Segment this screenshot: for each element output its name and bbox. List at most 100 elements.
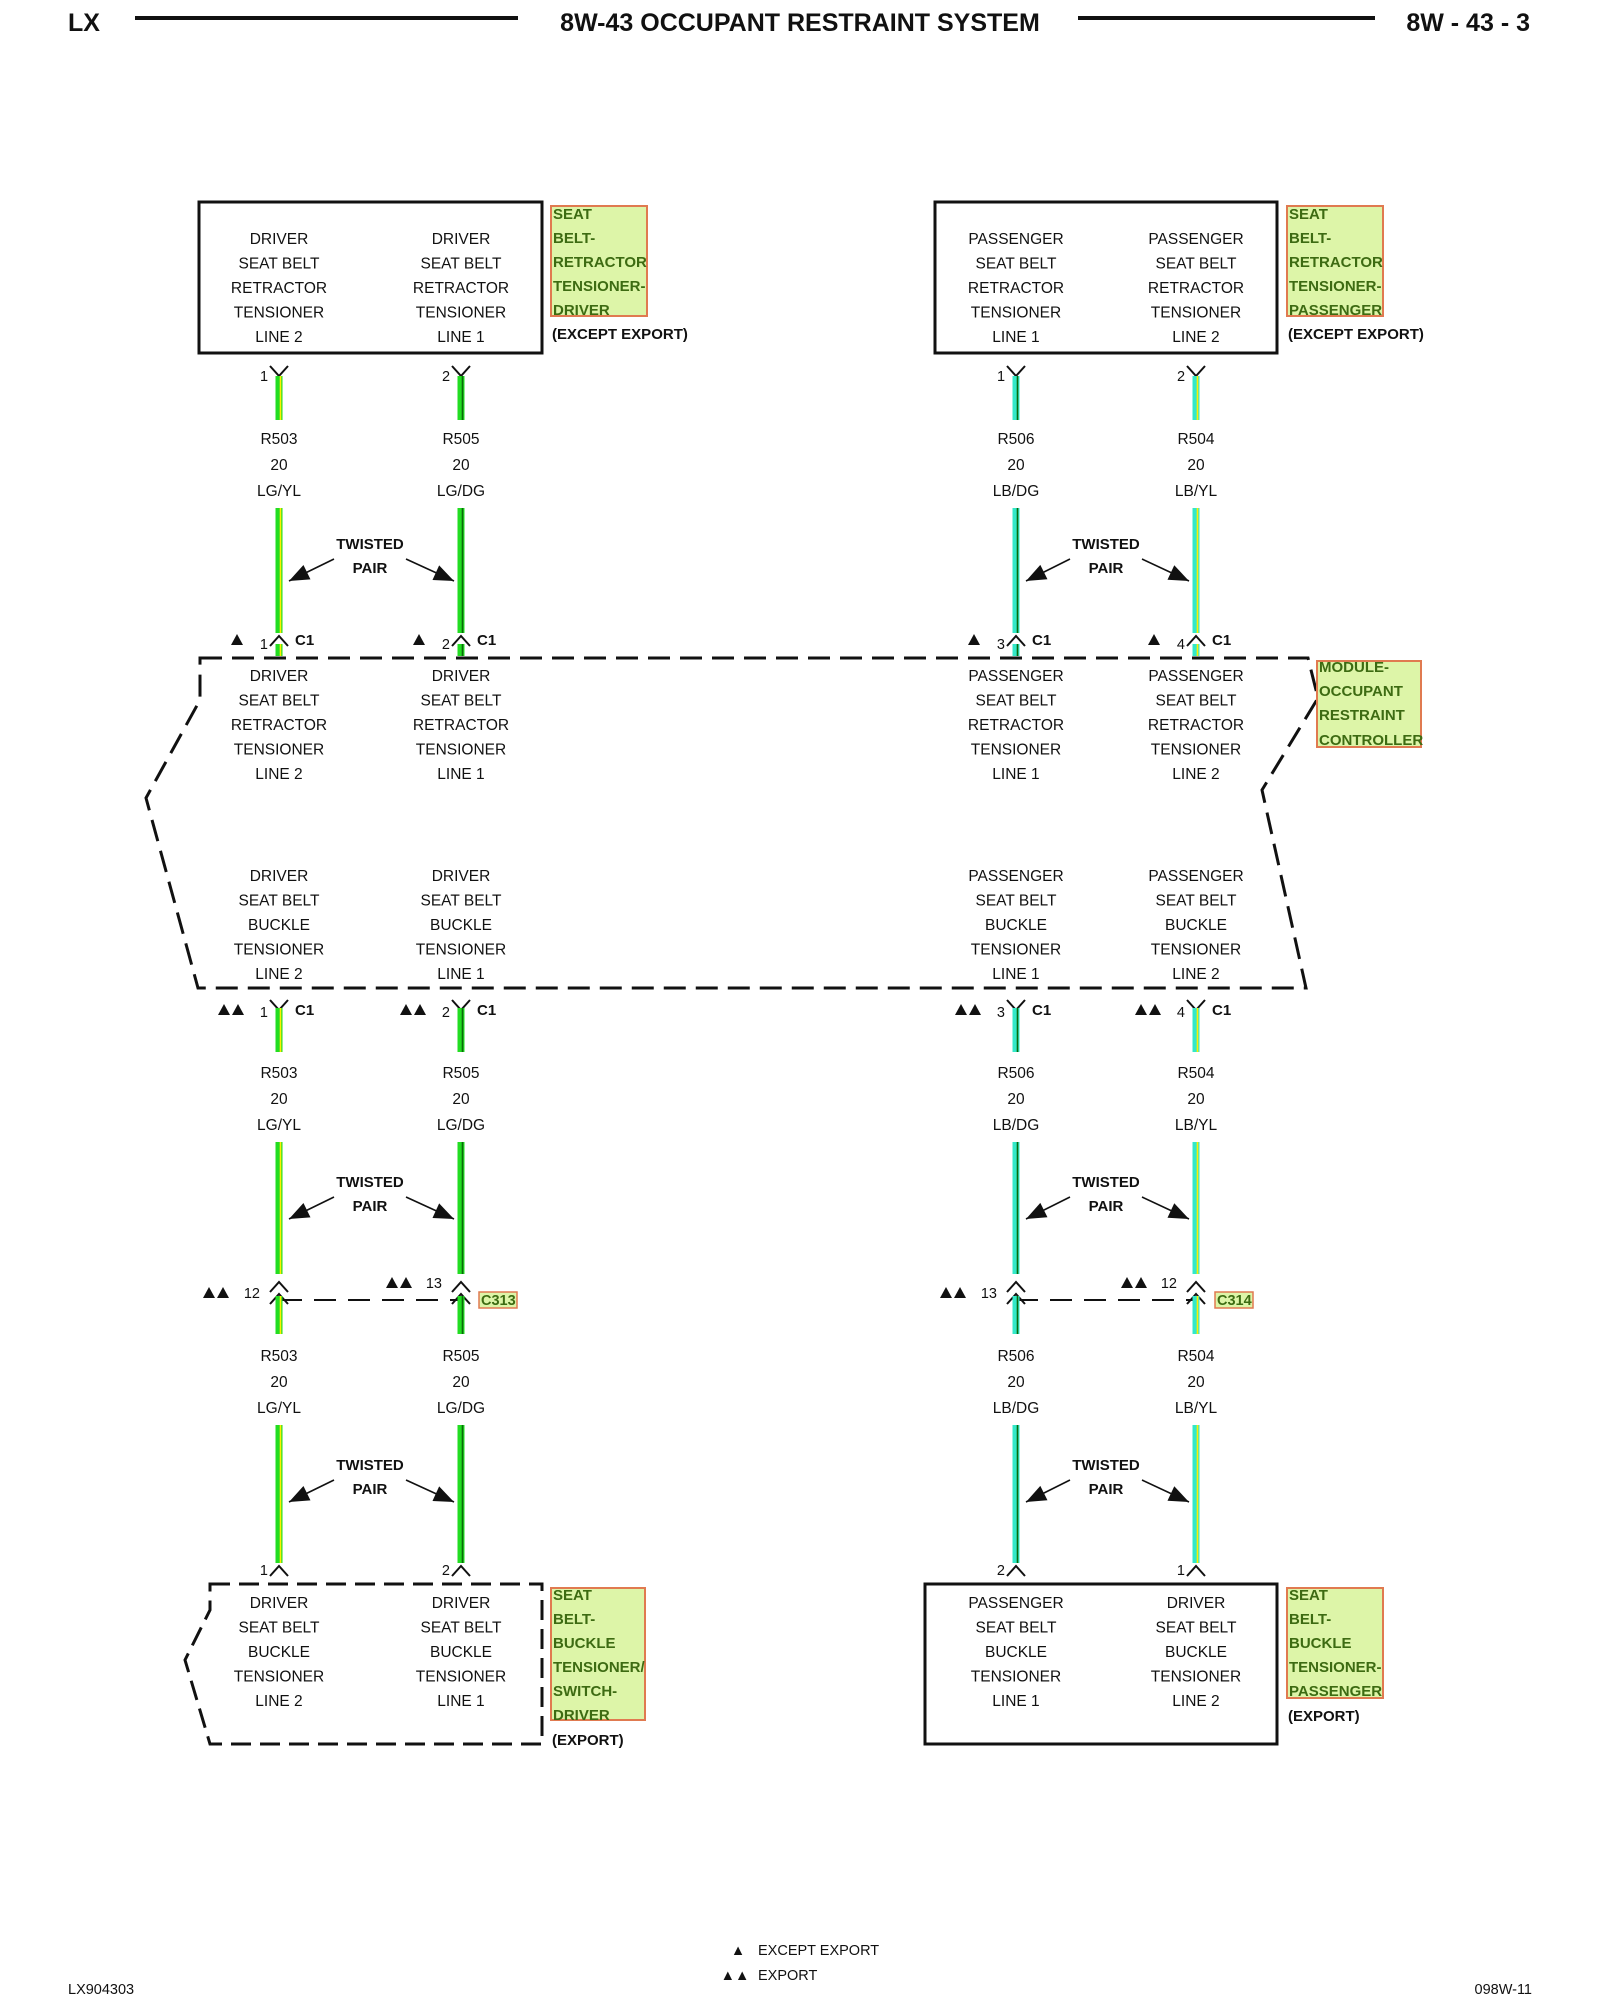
export-triangle (969, 1004, 981, 1015)
connector-chevron (1186, 1292, 1206, 1305)
twisted-pair-label: TWISTED (1072, 536, 1140, 553)
connector-name: C1 (1212, 1002, 1231, 1019)
pin-number: 13 (426, 1276, 442, 1292)
component-label-line: TENSIONER (1151, 305, 1241, 322)
tag-line: BUCKLE (553, 1635, 616, 1652)
tag-line: DRIVER (553, 1707, 610, 1724)
connector-chevron (451, 634, 471, 647)
export-triangle (400, 1004, 412, 1015)
twisted-pair-label: TWISTED (336, 1174, 404, 1191)
tag-line: SWITCH- (553, 1683, 617, 1700)
component-label-line: SEAT BELT (976, 256, 1058, 273)
component-label-line: PASSENGER (968, 231, 1063, 248)
twisted-pair-label: TWISTED (1072, 1457, 1140, 1474)
bottom-driver-component-box (183, 1582, 544, 1746)
bottom-passenger-tag: SEAT BELT- BUCKLE TENSIONER- PASSENGER (… (1286, 1587, 1384, 1725)
module-label-line: SEAT BELT (239, 693, 321, 710)
tag-line: MODULE- (1319, 659, 1389, 676)
pin-number: 1 (1177, 1563, 1185, 1579)
component-note: (EXPORT) (552, 1732, 624, 1749)
arrowhead (1167, 1203, 1189, 1219)
top-driver-component-box (197, 200, 544, 355)
component-label-line: TENSIONER (1151, 1669, 1241, 1686)
twisted-pair-label: PAIR (353, 1481, 388, 1498)
module-label-line: SEAT BELT (976, 693, 1058, 710)
connector-chevron (269, 365, 289, 378)
export-triangle (955, 1004, 967, 1015)
component-label-line: LINE 1 (992, 1693, 1039, 1710)
module-label-line: BUCKLE (985, 917, 1047, 934)
wire-circuit: R504 (1177, 431, 1214, 448)
footer-right: 098W-11 (1475, 1982, 1533, 1998)
arrowhead (289, 1486, 311, 1502)
wire-circuit: R503 (260, 1065, 297, 1082)
arrowhead (1167, 1486, 1189, 1502)
module-tag: MODULE- OCCUPANT RESTRAINT CONTROLLER (1316, 659, 1423, 749)
header-left: LX (68, 9, 100, 37)
tag-line: SEAT (553, 206, 592, 223)
component-label-line: TENSIONER (234, 1669, 324, 1686)
module-label-line: TENSIONER (971, 742, 1061, 759)
connector-chevron (269, 1292, 289, 1305)
component-note: (EXPORT) (1288, 1708, 1360, 1725)
arrowhead (1026, 1485, 1048, 1502)
module-label-line: PASSENGER (968, 668, 1063, 685)
labels-layer: DRIVER SEAT BELT RETRACTOR TENSIONER LINE 2 1… (203, 231, 1244, 1710)
connector-name: C1 (295, 1002, 314, 1019)
export-triangle (217, 1287, 229, 1298)
export-triangle (203, 1287, 215, 1298)
component-label-line: LINE 1 (992, 329, 1039, 346)
export-triangle (954, 1287, 966, 1298)
export-triangle (231, 634, 243, 645)
module-label-line: LINE 2 (1172, 966, 1219, 983)
export-triangle (414, 1004, 426, 1015)
wire-color: LG/DG (437, 483, 485, 500)
legend-text-except-export: EXCEPT EXPORT (758, 1943, 879, 1959)
connector-chevron (269, 634, 289, 647)
top-passenger-component-box (933, 200, 1279, 355)
connector-chevron (1006, 634, 1026, 647)
pin-number: 2 (997, 1563, 1005, 1579)
export-triangle (1148, 634, 1160, 645)
wire-gauge: 20 (452, 457, 470, 474)
tag-line: RETRACTOR (553, 254, 647, 271)
module-outline (144, 656, 1320, 990)
module-label-line: LINE 1 (992, 966, 1039, 983)
module-label-line: TENSIONER (234, 742, 324, 759)
component-label-line: LINE 2 (1172, 329, 1219, 346)
component-label-line: BUCKLE (985, 1644, 1047, 1661)
component-label-line: PASSENGER (968, 1595, 1063, 1612)
wire-color: LG/YL (257, 1400, 301, 1417)
arrowhead (432, 1203, 454, 1219)
component-label-line: LINE 2 (1172, 1693, 1219, 1710)
module-label-line: LINE 1 (437, 766, 484, 783)
twisted-pair-label: TWISTED (336, 1457, 404, 1474)
c314-connector: C314 (1214, 1291, 1254, 1309)
module-label-line: LINE 1 (992, 766, 1039, 783)
module-label-line: PASSENGER (1148, 868, 1243, 885)
tag-line: BUCKLE (1289, 1635, 1352, 1652)
component-label-line: SEAT BELT (239, 256, 321, 273)
wire-gauge: 20 (1007, 1374, 1025, 1391)
pin-number: 2 (442, 637, 450, 653)
twisted-pair-label: TWISTED (1072, 1174, 1140, 1191)
module-label-line: PASSENGER (1148, 668, 1243, 685)
component-label-line: SEAT BELT (421, 256, 503, 273)
page-number: 8W - 43 - 3 (1406, 9, 1530, 37)
wires-layer (269, 365, 1206, 1577)
module-label-line: SEAT BELT (1156, 893, 1238, 910)
module-label-line: DRIVER (432, 668, 491, 685)
pin-number: 4 (1177, 637, 1185, 653)
connector-chevron (1186, 634, 1206, 647)
connector-chevron (1186, 1280, 1206, 1293)
tag-line: BELT- (553, 230, 595, 247)
wire-gauge: 20 (452, 1374, 470, 1391)
wire-circuit: R506 (997, 1065, 1034, 1082)
connector-name: C1 (1212, 632, 1231, 649)
component-label-line: DRIVER (432, 1595, 491, 1612)
module-label-line: RETRACTOR (413, 717, 509, 734)
pin-number: 1 (997, 369, 1005, 385)
connector-chevron (1006, 1292, 1026, 1305)
twisted-pair-label: TWISTED (336, 536, 404, 553)
